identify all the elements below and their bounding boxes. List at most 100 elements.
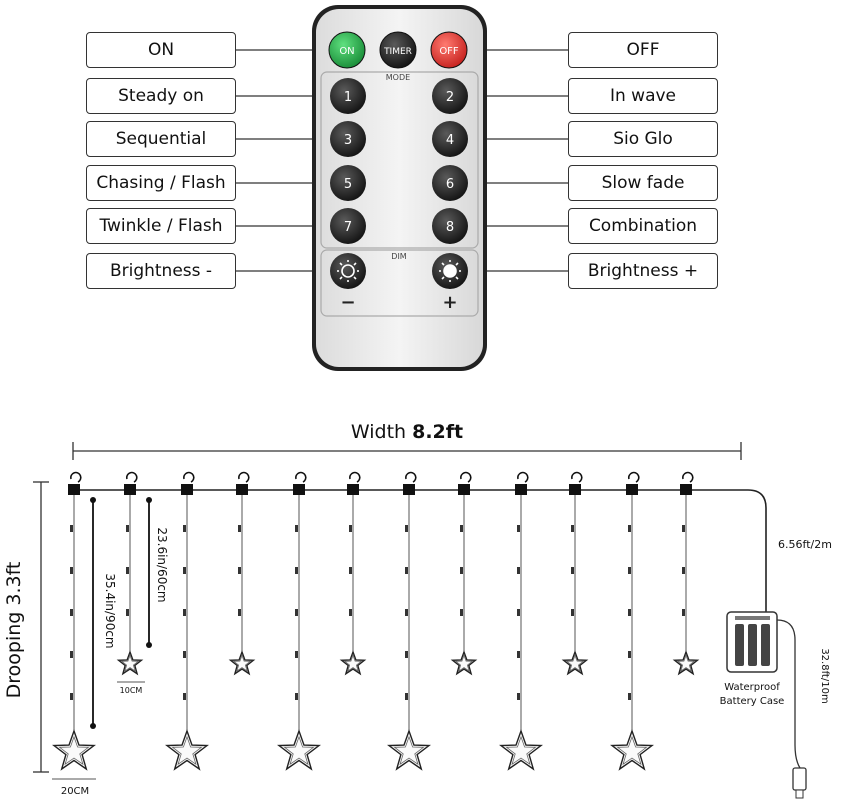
strand-connector (236, 484, 248, 495)
strand-connector (458, 484, 470, 495)
bulb-icon (517, 651, 520, 658)
hook-icon (627, 471, 640, 483)
bulb-icon (126, 609, 129, 616)
bulb-icon (405, 651, 408, 658)
battery-case-switch (735, 616, 770, 620)
mode-button-7[interactable] (330, 208, 366, 244)
sun-filled-icon (439, 260, 461, 282)
mode-button-5[interactable] (330, 165, 366, 201)
label-slow-fade: Slow fade (568, 165, 718, 201)
star-inner-outline (454, 654, 474, 672)
star-inner-outline (171, 735, 203, 766)
bulb-icon (460, 525, 463, 532)
star-inner-outline (120, 654, 140, 672)
star-icon (387, 728, 431, 771)
bulb-icon (349, 609, 352, 616)
bulb-icon (682, 609, 685, 616)
bulb-icon (628, 525, 631, 532)
lead-wire-label: 6.56ft/2m (778, 538, 832, 551)
bulb-icon (405, 693, 408, 700)
battery-case-label-line2: Battery Case (720, 696, 785, 707)
on-button[interactable] (328, 31, 366, 69)
bulb-icon (628, 609, 631, 616)
bulb-icon (517, 525, 520, 532)
bulb-icon (238, 525, 241, 532)
usb-cable (776, 619, 801, 769)
bulb-icon (405, 609, 408, 616)
bulb-icon (571, 567, 574, 574)
bulb-icon (405, 525, 408, 532)
bulb-icon (628, 567, 631, 574)
star-icon (52, 728, 96, 771)
bulb-icon (460, 609, 463, 616)
star-icon (165, 728, 209, 771)
battery-case-label-line1: Waterproof (724, 682, 780, 693)
hook-icon (348, 471, 361, 483)
bulb-icon (517, 609, 520, 616)
hook-icon (125, 471, 138, 483)
bulb-icon (238, 609, 241, 616)
bulb-icon (460, 567, 463, 574)
strand-connector (403, 484, 415, 495)
star-inner-outline (565, 654, 585, 672)
mode-button-2[interactable] (432, 78, 468, 114)
bulb-icon (238, 567, 241, 574)
big-star-size-label: 20CM (61, 786, 89, 797)
short-strand-top-dot (146, 497, 152, 503)
mode-button-7-label: 7 (344, 220, 352, 235)
brightness-down-button[interactable] (330, 253, 366, 289)
star-icon (672, 649, 700, 676)
bulb-icon (349, 525, 352, 532)
dim-label: DIM (391, 252, 407, 261)
light-strands (52, 471, 700, 771)
mode-button-1[interactable] (330, 78, 366, 114)
bulb-icon (183, 651, 186, 658)
mode-button-4[interactable] (432, 121, 468, 157)
bulb-icon (126, 525, 129, 532)
bulb-icon (126, 567, 129, 574)
hook-icon (459, 471, 472, 483)
long-strand-top-dot (90, 497, 96, 503)
hook-icon (570, 471, 583, 483)
star-inner-outline (676, 654, 696, 672)
label-on: ON (86, 32, 236, 68)
bulb-icon (295, 609, 298, 616)
mode-button-4-label: 4 (446, 133, 454, 148)
label-in-wave: In wave (568, 78, 718, 114)
mode-button-6[interactable] (432, 165, 468, 201)
star-inner-outline (232, 654, 252, 672)
timer-button-label: TIMER (383, 47, 412, 57)
star-icon (610, 728, 654, 771)
hook-icon (69, 471, 82, 483)
usb-wire-label: 32.8ft/10m (819, 648, 830, 703)
timer-button[interactable] (379, 31, 417, 69)
bulb-icon (295, 693, 298, 700)
hook-icon (294, 471, 307, 483)
bulb-icon (295, 525, 298, 532)
label-steady-on: Steady on (86, 78, 236, 114)
label-brightness-up: Brightness + (568, 253, 718, 289)
strand-connector (515, 484, 527, 495)
bulb-icon (295, 651, 298, 658)
mode-button-3[interactable] (330, 121, 366, 157)
star-icon (116, 649, 144, 676)
mode-button-5-label: 5 (344, 177, 352, 192)
label-off: OFF (568, 32, 718, 68)
hook-icon (237, 471, 250, 483)
on-button-label: ON (339, 46, 354, 57)
mode-button-8[interactable] (432, 208, 468, 244)
strand-connector (68, 484, 80, 495)
strand-connector (124, 484, 136, 495)
off-button[interactable] (430, 31, 468, 69)
bulb-icon (349, 567, 352, 574)
bulb-icon (571, 609, 574, 616)
strand-connector (347, 484, 359, 495)
star-inner-outline (283, 735, 315, 766)
width-dimension-line (72, 442, 742, 460)
hook-icon (681, 471, 694, 483)
bulb-icon (70, 525, 73, 532)
star-icon (228, 649, 256, 676)
drooping-dimension-line (33, 481, 49, 773)
bulb-icon (183, 693, 186, 700)
strand-length-lines (92, 500, 150, 726)
